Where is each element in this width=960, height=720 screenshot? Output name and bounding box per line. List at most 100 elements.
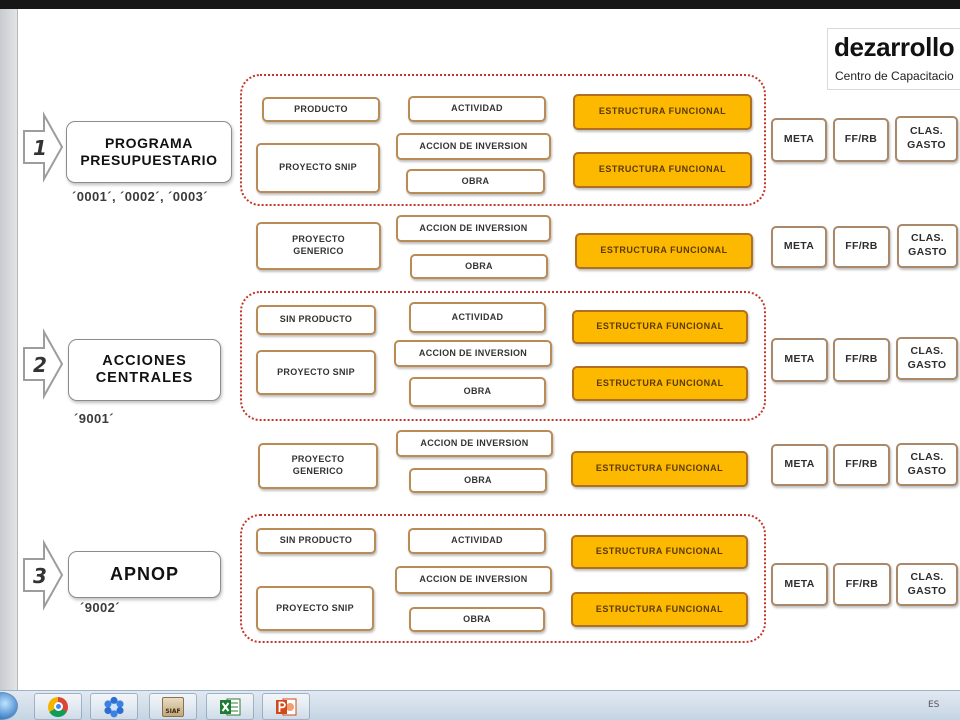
box-label: ESTRUCTURA FUNCIONAL bbox=[598, 106, 727, 117]
category-codes: ´9001´ bbox=[74, 411, 114, 426]
sin-producto-box: SIN PRODUCTO bbox=[256, 305, 376, 335]
box-label: OBRA bbox=[465, 260, 493, 271]
obra-box: OBRA bbox=[410, 254, 548, 279]
ff-rb-box: FF/RB bbox=[833, 226, 890, 268]
estructura-funcional-box: ESTRUCTURA FUNCIONAL bbox=[571, 451, 748, 487]
box-label: META bbox=[783, 240, 815, 253]
window-left-edge bbox=[0, 9, 18, 690]
taskbar-blue-app-button[interactable] bbox=[90, 693, 138, 720]
box-label: OBRA bbox=[464, 474, 492, 485]
box-label: FF/RB bbox=[844, 133, 878, 146]
box-label: GASTO bbox=[908, 246, 947, 258]
proyecto-snip-box: PROYECTO SNIP bbox=[256, 586, 374, 631]
language-indicator[interactable]: ES bbox=[928, 700, 940, 710]
meta-box: META bbox=[771, 444, 828, 486]
box-label: ACCION DE INVERSION bbox=[420, 437, 529, 448]
box-label: FF/RB bbox=[845, 577, 879, 590]
box-label: META bbox=[783, 133, 815, 146]
taskbar-siaf-button[interactable]: SIAF bbox=[149, 693, 197, 720]
box-label: OBRA bbox=[461, 175, 490, 186]
taskbar-powerpoint-button[interactable] bbox=[262, 693, 310, 720]
category-box-acciones-centrales: ACCIONES CENTRALES bbox=[68, 339, 221, 401]
clas-gasto-box: CLAS.GASTO bbox=[896, 443, 958, 486]
category-label-line: PROGRAMA bbox=[104, 135, 194, 152]
actividad-box: ACTIVIDAD bbox=[408, 96, 546, 122]
producto-box: PRODUCTO bbox=[262, 97, 380, 122]
meta-box: META bbox=[771, 118, 827, 162]
ff-rb-box: FF/RB bbox=[833, 563, 891, 606]
obra-box: OBRA bbox=[409, 468, 547, 493]
windows-start-icon[interactable] bbox=[0, 692, 18, 720]
box-label: ESTRUCTURA FUNCIONAL bbox=[600, 245, 728, 256]
estructura-funcional-box: ESTRUCTURA FUNCIONAL bbox=[575, 233, 753, 269]
ff-rb-box: FF/RB bbox=[833, 118, 889, 162]
estructura-funcional-box: ESTRUCTURA FUNCIONAL bbox=[572, 310, 748, 344]
box-label: ACTIVIDAD bbox=[451, 103, 503, 114]
clas-gasto-box: CLAS.GASTO bbox=[897, 224, 958, 268]
actividad-box: ACTIVIDAD bbox=[408, 528, 546, 554]
box-label: OBRA bbox=[463, 613, 491, 624]
ff-rb-box: FF/RB bbox=[833, 338, 890, 382]
accion-inversion-box: ACCION DE INVERSION bbox=[394, 340, 552, 367]
accion-inversion-box: ACCION DE INVERSION bbox=[395, 566, 552, 594]
obra-box: OBRA bbox=[406, 169, 545, 194]
box-label: GASTO bbox=[907, 584, 947, 597]
category-codes: ´0001´, ´0002´, ´0003´ bbox=[72, 189, 208, 204]
step-arrow-icon: 3 bbox=[23, 539, 64, 611]
accion-inversion-box: ACCION DE INVERSION bbox=[396, 133, 551, 160]
siaf-icon-label: SIAF bbox=[165, 707, 181, 715]
blue-flower-app-icon bbox=[104, 696, 124, 717]
box-label: CLAS. bbox=[911, 232, 944, 245]
box-label: ACTIVIDAD bbox=[451, 535, 503, 546]
step-number: 1 bbox=[33, 136, 47, 160]
step-arrow-icon: 2 bbox=[23, 328, 64, 400]
box-label: PRODUCTO bbox=[294, 103, 348, 114]
estructura-funcional-box: ESTRUCTURA FUNCIONAL bbox=[573, 152, 752, 188]
box-label: GENERICO bbox=[292, 466, 344, 476]
box-label: CLAS. bbox=[910, 344, 944, 357]
sin-producto-box: SIN PRODUCTO bbox=[256, 528, 376, 554]
taskbar-excel-button[interactable] bbox=[206, 693, 254, 720]
box-label: FF/RB bbox=[845, 353, 878, 366]
category-label-line: CENTRALES bbox=[95, 370, 194, 386]
group-outline-1 bbox=[240, 74, 766, 206]
box-label: CLAS. bbox=[910, 125, 943, 138]
box-label: SIN PRODUCTO bbox=[279, 314, 353, 325]
box-label: GASTO bbox=[907, 139, 946, 151]
obra-box: OBRA bbox=[409, 377, 546, 407]
dezarrollo-logo: dezarrollo Centro de Capacitacio bbox=[827, 28, 960, 90]
estructura-funcional-box: ESTRUCTURA FUNCIONAL bbox=[571, 535, 748, 569]
box-label: ACCION DE INVERSION bbox=[419, 222, 528, 233]
ff-rb-box: FF/RB bbox=[833, 444, 890, 486]
box-label: ACCION DE INVERSION bbox=[418, 347, 528, 358]
box-label: PROYECTO SNIP bbox=[279, 162, 357, 173]
category-label-line: PRESUPUESTARIO bbox=[80, 152, 218, 168]
meta-box: META bbox=[771, 338, 828, 382]
clas-gasto-box: CLAS.GASTO bbox=[895, 116, 958, 162]
step-number: 2 bbox=[33, 353, 47, 377]
estructura-funcional-box: ESTRUCTURA FUNCIONAL bbox=[573, 94, 752, 130]
accion-inversion-box: ACCION DE INVERSION bbox=[396, 430, 553, 457]
excel-icon bbox=[220, 698, 241, 715]
group-outline-3 bbox=[240, 514, 766, 643]
powerpoint-icon bbox=[276, 698, 297, 715]
box-label: GASTO bbox=[907, 464, 947, 477]
chrome-icon bbox=[48, 696, 68, 717]
box-label: CLAS. bbox=[910, 570, 944, 583]
siaf-icon: SIAF bbox=[162, 696, 184, 717]
category-box-apnop: APNOP bbox=[68, 551, 221, 598]
group-outline-2 bbox=[240, 291, 766, 421]
box-label: CLAS. bbox=[910, 450, 944, 463]
box-label: META bbox=[784, 458, 815, 471]
box-label: FF/RB bbox=[845, 458, 878, 471]
box-label: GASTO bbox=[907, 358, 947, 371]
clas-gasto-box: CLAS.GASTO bbox=[896, 563, 958, 606]
estructura-funcional-box: ESTRUCTURA FUNCIONAL bbox=[572, 366, 748, 401]
box-label: OBRA bbox=[463, 386, 492, 397]
category-label-line: ACCIONES bbox=[102, 352, 187, 369]
taskbar-chrome-button[interactable] bbox=[34, 693, 82, 720]
box-label: ACCION DE INVERSION bbox=[419, 140, 528, 151]
taskbar: SIAF ES bbox=[0, 690, 960, 720]
